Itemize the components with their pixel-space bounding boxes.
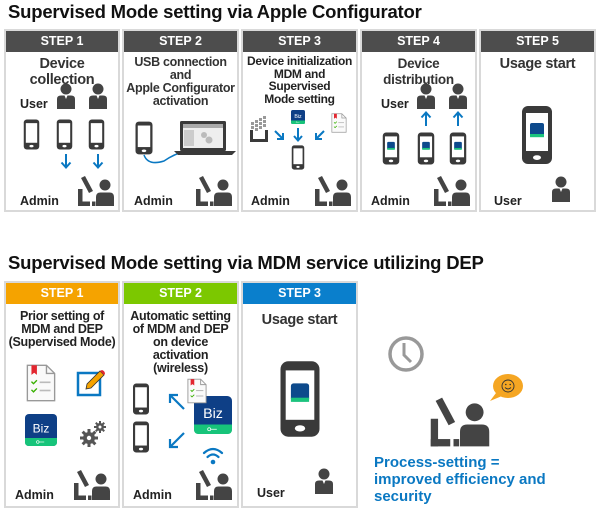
checklist-document-icon [26,363,56,403]
admin-icon [74,469,110,501]
step-header: STEP 1 [6,31,118,52]
s2-step2-card: STEP 2 Automatic setting of MDM and DEP … [122,281,239,508]
user-icon [314,466,334,496]
gears-icon [80,421,106,447]
s1-step2-card: STEP 2 USB connection and Apple Configur… [122,29,239,212]
admin-icon [430,396,490,448]
phone-biz-icon [520,105,554,165]
role-admin-label: Admin [133,488,172,502]
initialization-illustration [250,110,347,170]
edit-icon [76,370,105,397]
step-header: STEP 2 [124,31,237,52]
arrows-icon [168,393,185,449]
step-header: STEP 1 [6,283,118,304]
admin-icon [78,175,114,207]
role-admin-label: Admin [371,194,410,208]
step-header: STEP 2 [124,283,237,304]
role-user-label: User [20,97,48,111]
step-description: Prior setting of MDM and DEP (Supervised… [8,309,116,349]
phone-icon [132,421,150,453]
phone-biz-icon [449,132,467,165]
role-user-label: User [257,486,285,500]
step-header: STEP 5 [481,31,594,52]
step-header: STEP 3 [243,283,356,304]
arrow-down-icon [92,153,104,169]
role-admin-label: Admin [15,488,54,502]
section1-title: Supervised Mode setting via Apple Config… [8,1,422,22]
phone-icon [56,119,73,150]
user-icon [448,83,468,109]
role-admin-label: Admin [251,194,290,208]
step-description: Device collection [29,56,95,88]
usb-connection-illustration [135,121,236,164]
clock-icon [388,336,424,372]
s1-step5-card: STEP 5 Usage start User [479,29,596,212]
phone-icon [132,383,150,415]
user-icon [88,83,108,109]
phone-icon [88,119,105,150]
role-admin-label: Admin [134,194,173,208]
step-header: STEP 3 [243,31,356,52]
step-description: Device distribution [383,56,454,87]
step-description: Automatic setting of MDM and DEP on devi… [130,309,231,375]
result-text: Process-setting = improved efficiency an… [374,454,546,505]
s2-step3-card: STEP 3 Usage start User [241,281,358,508]
biz-app-icon [25,414,57,446]
step-description: Device initialization MDM and Supervised… [246,54,353,106]
s1-step4-card: STEP 4 Device distribution User Admin [360,29,477,212]
phone-biz-icon [277,360,323,438]
user-icon [551,174,571,204]
role-user-label: User [381,97,409,111]
s1-step3-card: STEP 3 Device initialization MDM and Sup… [241,29,358,212]
role-admin-label: Admin [20,194,59,208]
section2-title: Supervised Mode setting via MDM service … [8,252,484,273]
wifi-icon [202,447,224,465]
step-description: USB connection and Apple Configurator ac… [126,55,235,108]
step-description: Usage start [499,56,576,72]
role-user-label: User [494,194,522,208]
admin-icon [434,175,470,207]
phone-icon [23,119,40,150]
arrow-up-icon [452,111,464,127]
admin-icon [315,175,351,207]
phone-biz-icon [382,132,400,165]
admin-icon [196,469,232,501]
step-description: Usage start [261,312,338,328]
smiley-speech-bubble-icon [490,374,523,401]
user-icon [56,83,76,109]
checklist-document-icon [187,378,207,404]
step-header: STEP 4 [362,31,475,52]
s2-step1-card: STEP 1 Prior setting of MDM and DEP (Sup… [4,281,120,508]
phone-biz-icon [417,132,435,165]
admin-icon [196,175,232,207]
arrow-down-icon [60,153,72,169]
arrow-up-icon [420,111,432,127]
s1-step1-card: STEP 1 Device collection User Admin [4,29,120,212]
user-icon [416,83,436,109]
